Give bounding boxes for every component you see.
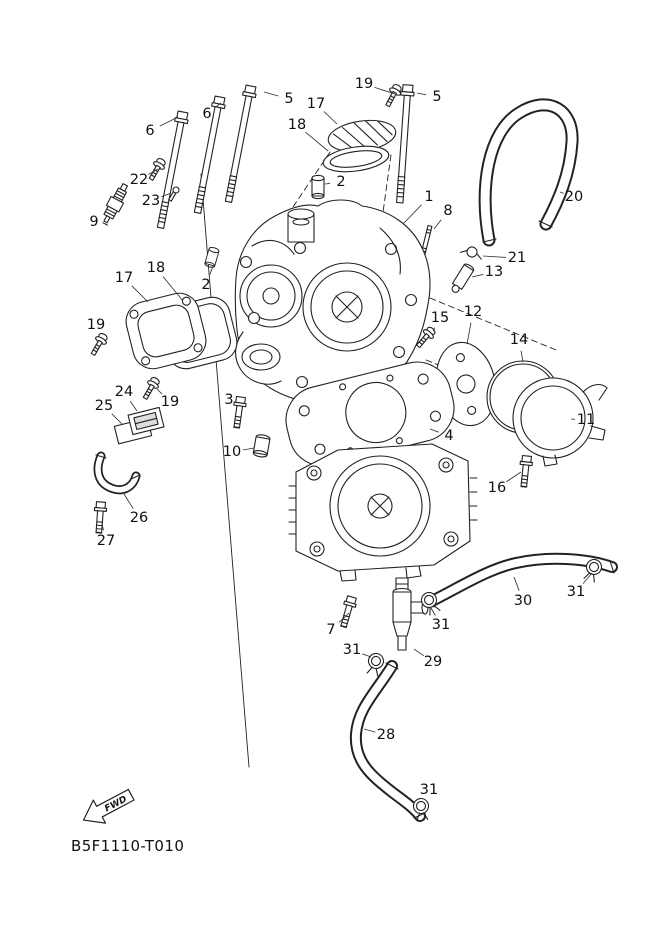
callout-leader-lines xyxy=(101,86,593,733)
fwd-arrow: FWD xyxy=(82,788,135,824)
part-code: B5F1110-T010 xyxy=(71,837,185,855)
